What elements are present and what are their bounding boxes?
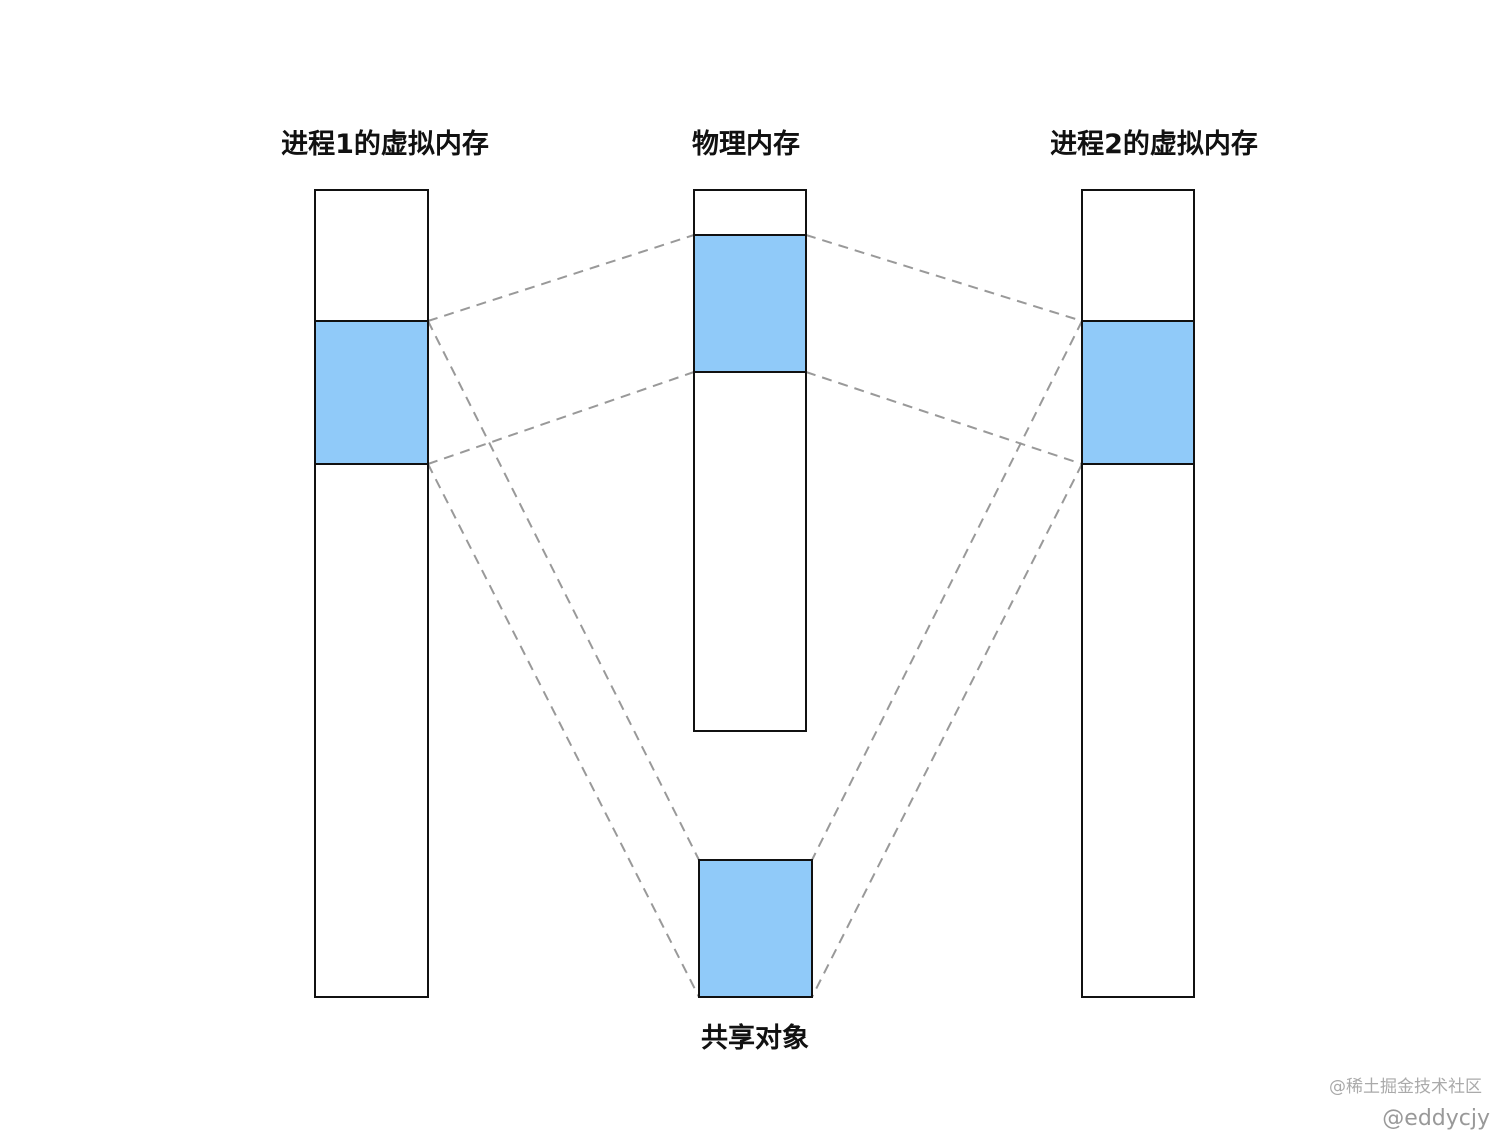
mapping-line-p1-phys-top: [427, 234, 695, 322]
process1-label: 进程1的虚拟内存: [281, 128, 489, 160]
shared-object-label: 共享对象: [701, 1022, 809, 1054]
process2-mapped-region: [1081, 320, 1195, 465]
watermark-site: @稀土掘金技术社区: [1329, 1077, 1482, 1097]
mapping-line-p1-phys-bottom: [427, 371, 695, 465]
physical-memory-label: 物理内存: [692, 129, 800, 160]
watermark-author: @eddycjy: [1382, 1106, 1490, 1131]
mapping-line-p1-shared-bottom: [427, 463, 700, 998]
mapping-lines: [427, 234, 1083, 998]
mapping-line-p2-shared-bottom: [811, 463, 1083, 998]
process1-mapped-region: [314, 320, 429, 465]
mapping-line-p1-shared-top: [427, 320, 700, 861]
process2-virtual-memory: [1081, 189, 1195, 998]
mapping-line-p2-shared-top: [811, 320, 1083, 861]
shared-object: [698, 859, 813, 998]
process1-virtual-memory: [314, 189, 429, 998]
mapping-line-phys-p2-top: [805, 234, 1083, 322]
process2-label: 进程2的虚拟内存: [1050, 128, 1258, 160]
physical-mapped-region: [693, 234, 807, 373]
mapping-line-phys-p2-bottom: [805, 371, 1083, 465]
